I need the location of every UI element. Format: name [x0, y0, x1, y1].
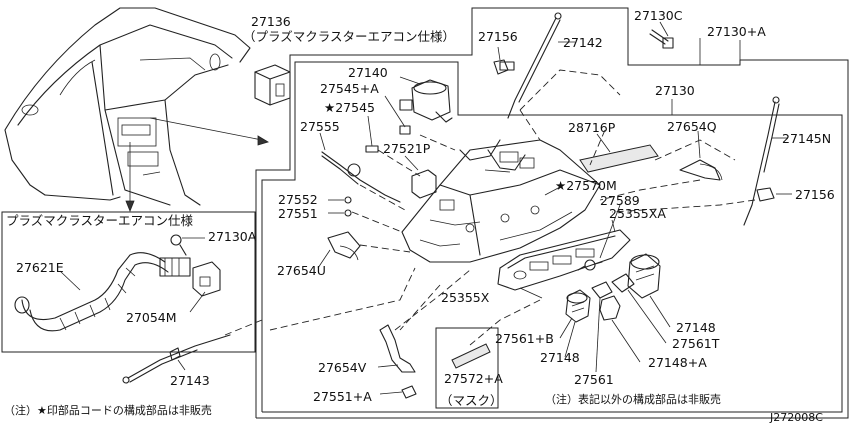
callout-27145N: 27145N [782, 131, 831, 146]
link-27654V: 27654V [318, 324, 416, 375]
callout-25355X: 25355X [441, 290, 490, 305]
clip-27156-top: 27156 [478, 29, 518, 75]
actuator-motor-27140: 27140 27545+A [320, 65, 453, 135]
callout-27561: 27561 [574, 372, 614, 387]
plasma-spec-inset: プラズマクラスターエアコン仕様 27130A 27621E 27054M [1, 211, 257, 353]
callout-27572A: 27572+A [444, 371, 503, 386]
callout-27521P: 27521P [383, 141, 431, 156]
cable-27142: 27142 [499, 12, 603, 119]
diagram-id: J272008C [769, 411, 823, 424]
trim-strip-28716P: 28716P [568, 120, 659, 173]
cable-27145N: 27145N [743, 96, 831, 226]
clip-27551A: 27551+A [313, 385, 417, 404]
front-panel-25355X: 25355X 25355XA [441, 206, 666, 305]
inset-label: プラズマクラスターエアコン仕様 [6, 213, 194, 228]
callout-27555: 27555 [300, 119, 340, 134]
heater-control-body: ★27570M [401, 139, 617, 263]
callout-27654V: 27654V [318, 360, 367, 375]
callout-27561T: 27561T [672, 336, 720, 351]
callout-27552: 27552 [278, 192, 318, 207]
callout-27654Q: 27654Q [667, 119, 717, 134]
cable-27143: 27143 [122, 334, 231, 388]
other-note: （注）表記以外の構成部品は非販売 [545, 392, 721, 406]
screw-27545: ★27545 [324, 100, 379, 153]
callout-27561B: 27561+B [495, 331, 554, 346]
callout-27130C: 27130C [634, 8, 683, 23]
dashboard-illustration [4, 7, 251, 206]
callout-27136: 27136 [251, 14, 291, 29]
link-27654Q: 27654Q [667, 119, 723, 181]
plasma-cluster-module-27136: 27136 （プラズマクラスターエアコン仕様） [243, 14, 455, 106]
callout-27148A: 27148+A [648, 355, 707, 370]
callout-27130A-plus: 27130+A [707, 24, 766, 39]
callout-27156-right: 27156 [795, 187, 835, 202]
callout-27130: 27130 [655, 83, 695, 98]
callout-27621E: 27621E [16, 260, 64, 275]
bulb-27589: 27589 [577, 193, 640, 271]
callout-27140: 27140 [348, 65, 388, 80]
callout-27136-note: （プラズマクラスターエアコン仕様） [243, 29, 455, 44]
callout-27054M: 27054M [126, 310, 177, 325]
link-27654U: 27654U [277, 231, 361, 278]
callout-27148-a: 27148 [540, 350, 580, 365]
callout-27589: 27589 [600, 193, 640, 208]
clip-27156-right: 27156 [756, 187, 835, 202]
star-note: （注）★印部品コードの構成部品は非販売 [4, 403, 212, 417]
callout-28716P: 28716P [568, 120, 616, 135]
bracket-27521P: 27521P [383, 141, 437, 199]
spring-27552-clip-27551: 27552 27551 [278, 192, 352, 221]
callout-27156-top: 27156 [478, 29, 518, 44]
mask-27572A: 27572+A （マスク） [435, 327, 503, 409]
callout-27130A: 27130A [208, 229, 257, 244]
screw-27130C: 27130C 27130+A [634, 8, 766, 49]
callout-25355XA: 25355XA [609, 206, 666, 221]
callout-27545A: 27545+A [320, 81, 379, 96]
mask-note: （マスク） [440, 393, 503, 408]
phantom-lines [224, 69, 756, 346]
callout-27551A: 27551+A [313, 389, 372, 404]
callout-27142: 27142 [563, 35, 603, 50]
knobs-and-buttons: 27561+B 27148 27561 27148+A 27561T 27148 [495, 253, 720, 387]
callout-27654U: 27654U [277, 263, 326, 278]
dashboard-arrows [125, 117, 269, 213]
callout-27148-b: 27148 [676, 320, 716, 335]
callout-27570M: ★27570M [555, 178, 617, 193]
callout-27143: 27143 [170, 373, 210, 388]
callout-27545-star: ★27545 [324, 100, 375, 115]
callout-27551: 27551 [278, 206, 318, 221]
cable-27555: 27555 [300, 119, 401, 203]
assembly-frames [255, 7, 849, 419]
